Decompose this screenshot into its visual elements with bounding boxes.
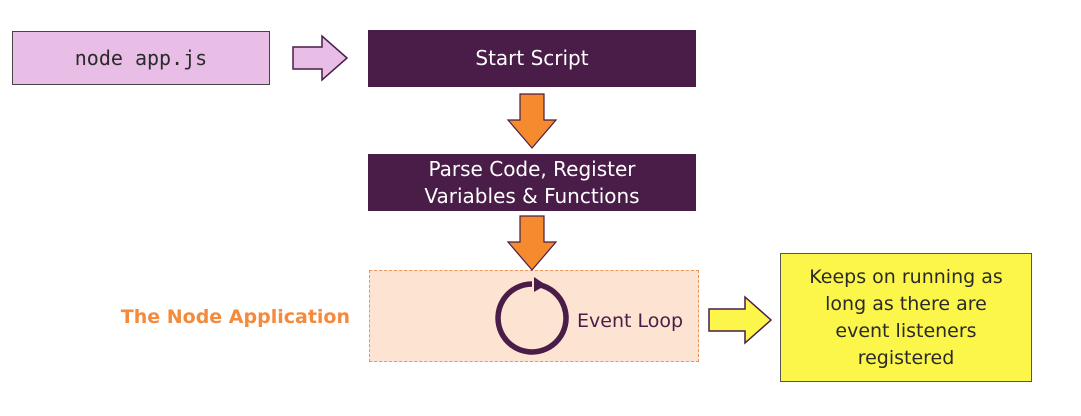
event-loop-label: Event Loop	[577, 310, 684, 332]
circular-loop-icon	[495, 277, 569, 355]
start-script-box: Start Script	[368, 30, 696, 87]
command-box: node app.js	[12, 31, 270, 85]
node-application-label: The Node Application	[120, 306, 350, 328]
parse-code-label: Parse Code, Register Variables & Functio…	[424, 156, 640, 208]
arrow-down-icon	[506, 215, 558, 271]
note-text: Keeps on running as long as there are ev…	[809, 265, 1003, 369]
arrow-right-icon	[292, 34, 349, 82]
note-box: Keeps on running as long as there are ev…	[780, 253, 1032, 382]
parse-code-box: Parse Code, Register Variables & Functio…	[368, 154, 696, 211]
command-text: node app.js	[74, 46, 208, 70]
arrow-right-icon	[708, 295, 773, 345]
start-script-label: Start Script	[475, 46, 589, 70]
arrow-down-icon	[506, 93, 558, 149]
